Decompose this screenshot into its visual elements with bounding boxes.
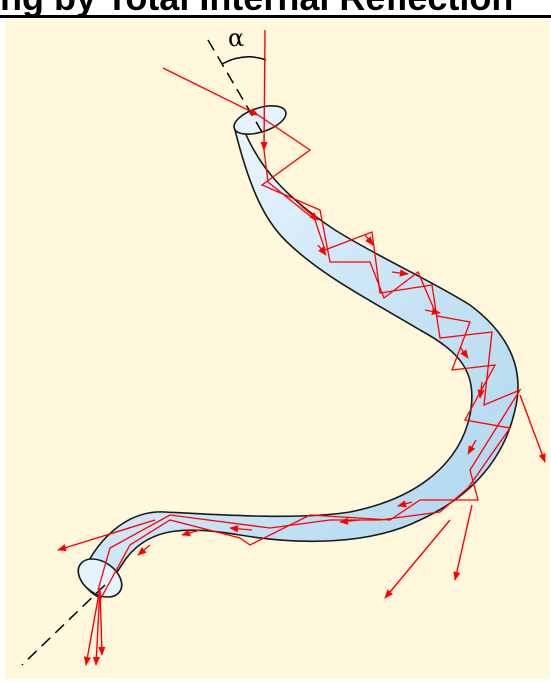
- output-ray-1: [83, 587, 101, 666]
- ray-arrow-8: [467, 439, 477, 455]
- output-ray-3: [98, 587, 106, 656]
- incoming-ray-1: [260, 29, 268, 151]
- escaping-ray-4: [57, 519, 156, 552]
- fiber-output-end: [77, 558, 123, 598]
- output-ray-2: [92, 587, 101, 666]
- escaping-ray-3: [384, 519, 451, 599]
- ray-arrow-5: [424, 307, 441, 315]
- ray-arrow-10: [339, 517, 361, 525]
- internal-ray-path-2: [97, 114, 512, 591]
- header-divider: [0, 15, 551, 18]
- ray-arrow-7: [477, 381, 485, 399]
- escaping-ray-1: [519, 394, 546, 463]
- ray-arrow-9: [397, 500, 413, 508]
- output-axis-line: [21, 584, 106, 666]
- ray-arrow-6: [459, 346, 469, 359]
- ray-arrow-13: [137, 544, 151, 556]
- angle-label: α: [228, 24, 244, 52]
- ray-arrow-2: [317, 244, 327, 256]
- ray-arrow-1: [299, 204, 319, 221]
- acceptance-angle-arc: [221, 56, 267, 65]
- ray-arrow-4: [391, 269, 409, 277]
- incoming-ray-2: [162, 67, 259, 116]
- header-text: ng by Total Internal Reflection: [0, 0, 551, 18]
- internal-ray-path-1: [99, 149, 522, 601]
- ray-arrow-3: [364, 234, 374, 246]
- ray-arrow-12: [181, 529, 201, 537]
- escaping-ray-2: [453, 504, 473, 581]
- fiber-body: [81, 119, 519, 599]
- ray-arrow-11: [229, 525, 253, 533]
